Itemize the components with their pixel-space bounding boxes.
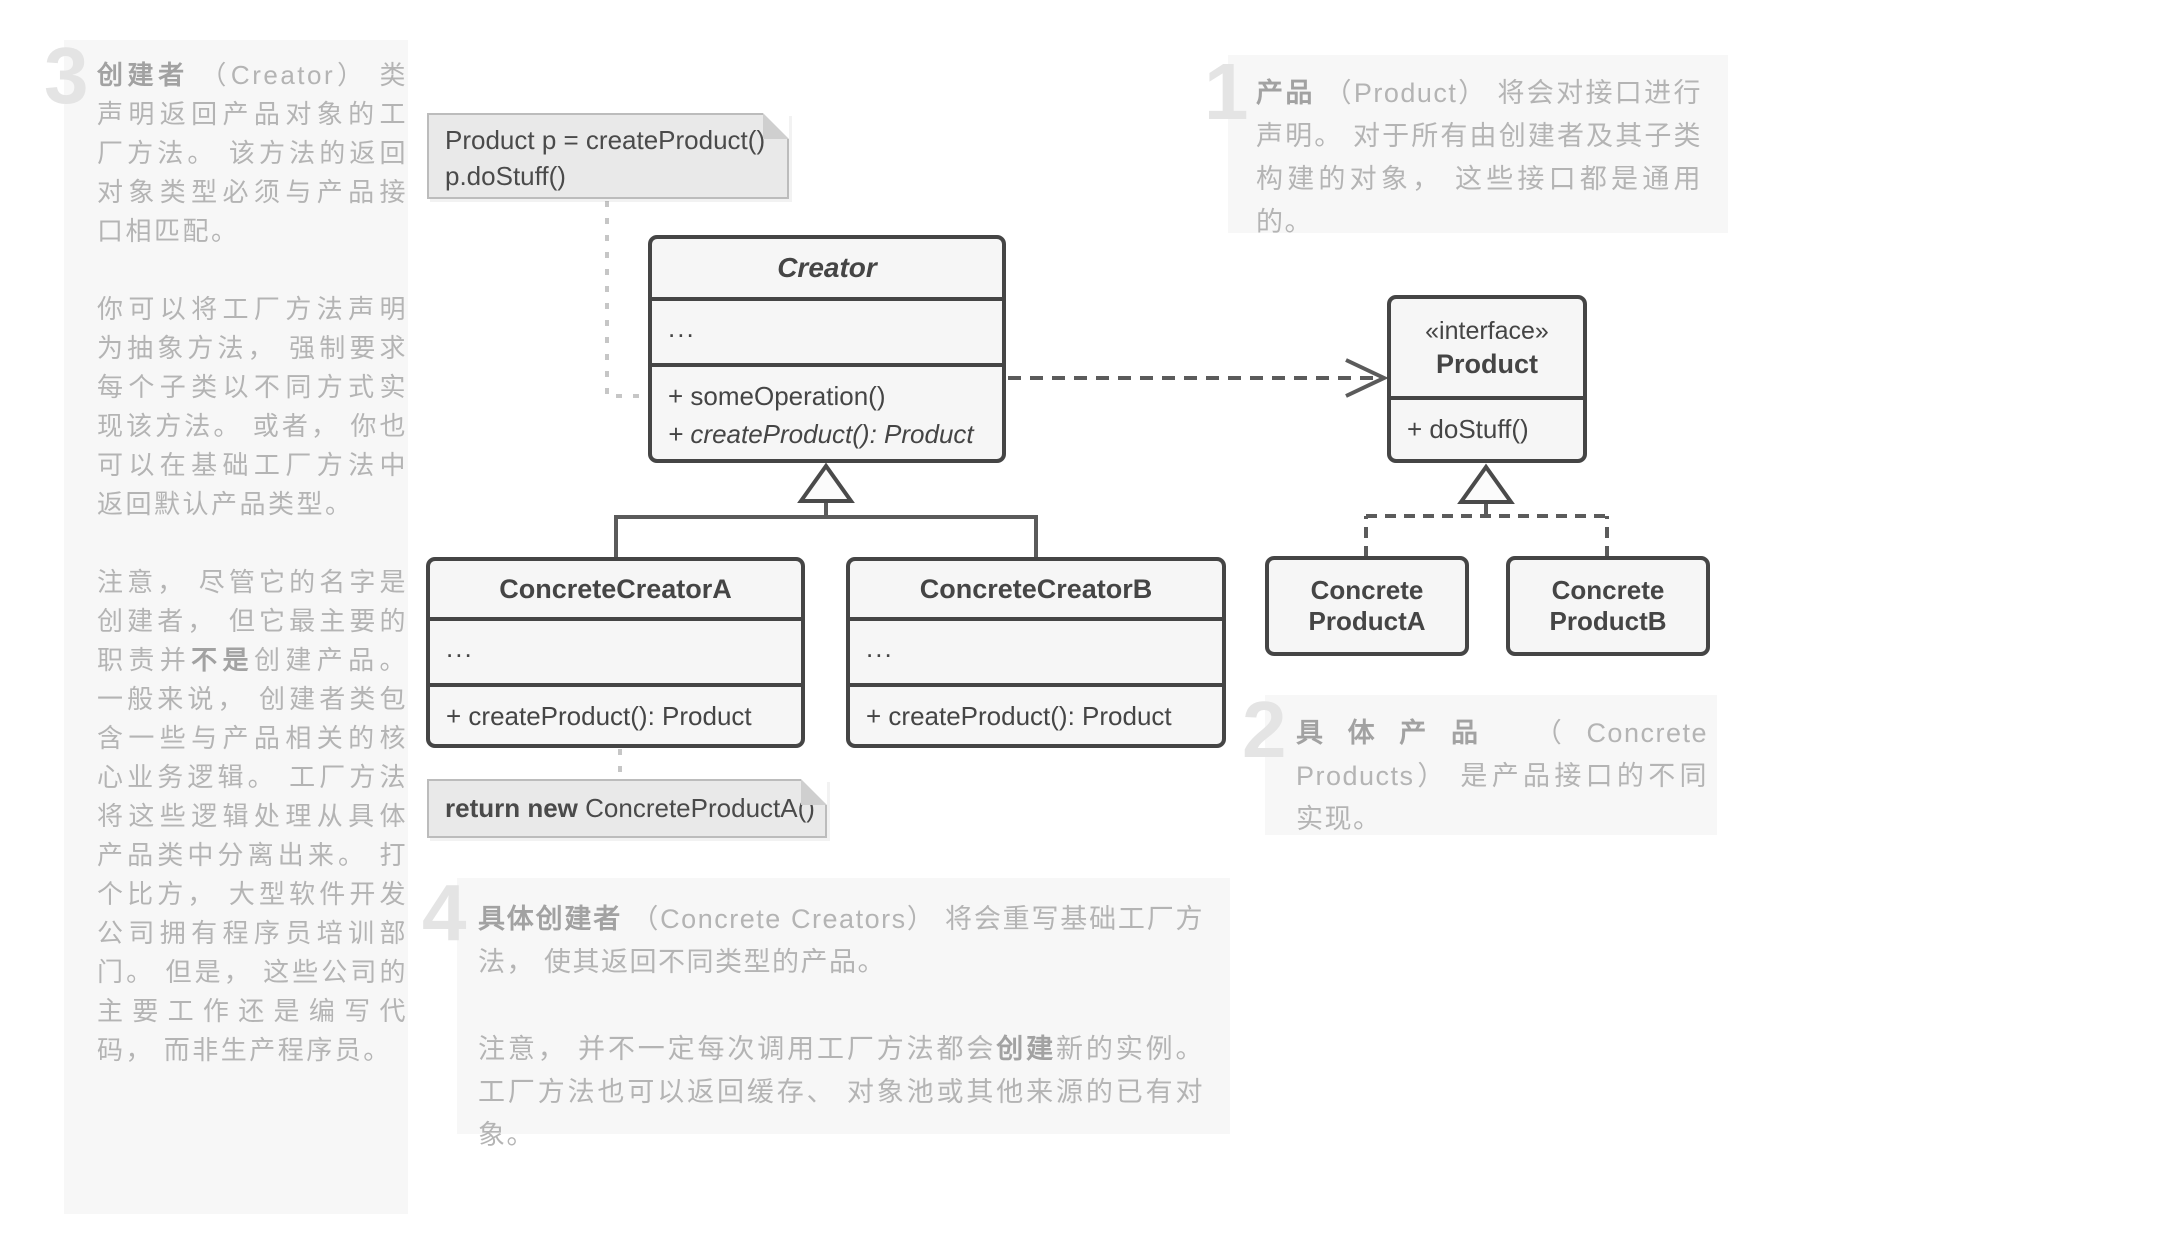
- client-code-line-1: Product p = createProduct(): [445, 125, 766, 155]
- product-interface-name: Product: [1435, 348, 1538, 379]
- product-term: 产品: [1256, 78, 1315, 108]
- interface-stereotype: «interface»: [1425, 316, 1549, 345]
- product-interface-methods: + doStuff(): [1391, 396, 1583, 459]
- concrete-products-annotation-text: 具体产品 （Concrete Products） 是产品接口的不同实现。: [1296, 718, 1708, 834]
- concrete-creator-a-fields: ...: [430, 617, 801, 683]
- realization-triangle: [1457, 463, 1515, 504]
- dependency-arrowhead: [1345, 358, 1389, 398]
- creator-class-methods: + someOperation() + createProduct(): Pro…: [652, 363, 1002, 459]
- concrete-creator-b-title: ConcreteCreatorB: [919, 573, 1153, 604]
- concrete-creators-annotation-panel: [457, 878, 1230, 1134]
- concrete-creators-paragraph-1: 具体创建者 （Concrete Creators） 将会重写基础工厂方法， 使其…: [478, 904, 1205, 977]
- product-annotation-text: 产品 （Product） 将会对接口进行声明。 对于所有由创建者及其子类构建的对…: [1256, 78, 1702, 237]
- concrete-creator-a-methods: + createProduct(): Product: [430, 683, 801, 744]
- creator-annotation-panel: [64, 40, 408, 1214]
- concrete-products-term: 具体产品: [1296, 718, 1503, 748]
- client-code-note: Product p = createProduct() p.doStuff(): [427, 113, 789, 199]
- return-new-note: return new ConcreteProductA(): [427, 779, 827, 838]
- concrete-creator-a-title: ConcreteCreatorA: [499, 573, 732, 604]
- concrete-product-a-class-box: Concrete ProductA: [1265, 556, 1469, 656]
- concrete-creator-a-class-box: ConcreteCreatorA ... + createProduct(): …: [426, 557, 805, 748]
- concrete-product-a-title: Concrete ProductA: [1308, 575, 1426, 636]
- creator-annotation-paragraph-2: 你可以将工厂方法声明为抽象方法， 强制要求每个子类以不同方式实现该方法。 或者，…: [97, 294, 408, 519]
- step-number-2: 2: [1242, 685, 1287, 774]
- concrete-creators-term: 具体创建者: [478, 904, 623, 934]
- concrete-creator-b-method-createproduct: + createProduct(): Product: [866, 701, 1172, 731]
- concrete-creator-b-class-box: ConcreteCreatorB ... + createProduct(): …: [846, 557, 1226, 748]
- concrete-creator-b-fields: ...: [850, 617, 1222, 683]
- step-number-1: 1: [1204, 47, 1249, 136]
- step-number-3: 3: [44, 31, 89, 120]
- creator-method-someoperation: + someOperation(): [668, 381, 886, 411]
- step-number-4: 4: [422, 868, 467, 957]
- client-code-line-2: p.doStuff(): [445, 161, 566, 191]
- concrete-product-b-title: Concrete ProductB: [1549, 575, 1667, 636]
- return-new-keyword: return new: [445, 793, 578, 823]
- creator-class-fields: ...: [652, 297, 1002, 363]
- code-note-connector: [605, 201, 645, 398]
- product-method-dostuff: + doStuff(): [1407, 414, 1529, 444]
- creator-annotation-paragraph-3: 注意， 尽管它的名字是创建者， 但它最主要的职责并不是创建产品。 一般来说， 创…: [97, 567, 408, 1065]
- concrete-creators-paragraph-2: 注意， 并不一定每次调用工厂方法都会创建新的实例。 工厂方法也可以返回缓存、 对…: [478, 1034, 1204, 1150]
- concrete-creator-b-methods: + createProduct(): Product: [850, 683, 1222, 744]
- creator-class-title: Creator: [777, 252, 877, 283]
- concrete-product-b-class-box: Concrete ProductB: [1506, 556, 1710, 656]
- creator-annotation-text: 创建者 （Creator） 类声明返回产品对象的工厂方法。 该方法的返回对象类型…: [97, 56, 408, 1070]
- product-annotation-panel: [1228, 55, 1728, 233]
- concrete-products-annotation-panel: [1265, 695, 1717, 835]
- return-new-rest: ConcreteProductA(): [577, 793, 815, 823]
- inheritance-triangle: [797, 462, 855, 503]
- inheritance-connector: [614, 501, 1038, 559]
- creator-class-box: Creator ... + someOperation() + createPr…: [648, 235, 1006, 463]
- creator-annotation-paragraph-1: 创建者 （Creator） 类声明返回产品对象的工厂方法。 该方法的返回对象类型…: [97, 60, 408, 246]
- realization-connector: [1364, 514, 1609, 557]
- concrete-creator-a-method-createproduct: + createProduct(): Product: [446, 701, 752, 731]
- product-interface-box: «interface» Product + doStuff(): [1387, 295, 1587, 463]
- product-interface-title: «interface» Product: [1391, 299, 1583, 396]
- creator-method-createproduct: + createProduct(): Product: [668, 419, 974, 449]
- creator-term: 创建者: [97, 60, 189, 90]
- concrete-creators-annotation-text: 具体创建者 （Concrete Creators） 将会重写基础工厂方法， 使其…: [478, 898, 1204, 1157]
